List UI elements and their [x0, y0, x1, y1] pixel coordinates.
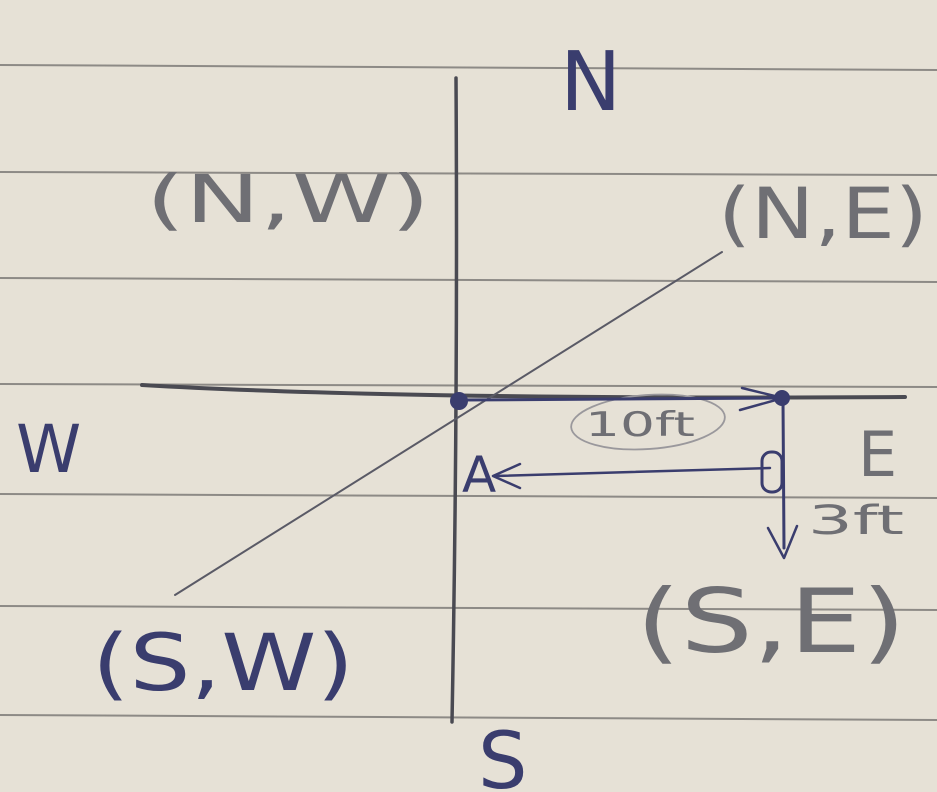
ruled-line	[0, 714, 937, 721]
origin-point	[450, 392, 468, 410]
quadrant-south-west-label: (S,W)	[92, 619, 354, 709]
south-distance-label: 3ft	[808, 498, 904, 544]
north-label: N	[560, 35, 621, 130]
south-arrowhead	[766, 524, 799, 560]
south-label: S	[478, 717, 528, 792]
quadrant-south-east-label: (S,E)	[636, 570, 906, 673]
point-b-marker	[760, 450, 784, 494]
ruled-line	[0, 64, 937, 71]
east-label: E	[858, 418, 897, 491]
ruled-line	[0, 277, 937, 283]
return-arrowhead	[491, 462, 522, 490]
west-label: W	[16, 411, 81, 488]
diagonal-line	[174, 251, 723, 596]
east-distance-label: 10ft	[585, 405, 695, 445]
east-path-line	[460, 396, 784, 402]
return-path-line	[493, 466, 772, 478]
ruled-line	[0, 493, 937, 499]
point-a-label: A	[462, 446, 496, 504]
turn-point	[774, 390, 790, 406]
ruled-line	[0, 605, 937, 611]
quadrant-north-west-label: (N,W)	[146, 161, 430, 238]
distance-circle	[570, 393, 726, 451]
ruled-line	[0, 171, 937, 176]
quadrant-north-east-label: (N,E)	[718, 173, 928, 255]
